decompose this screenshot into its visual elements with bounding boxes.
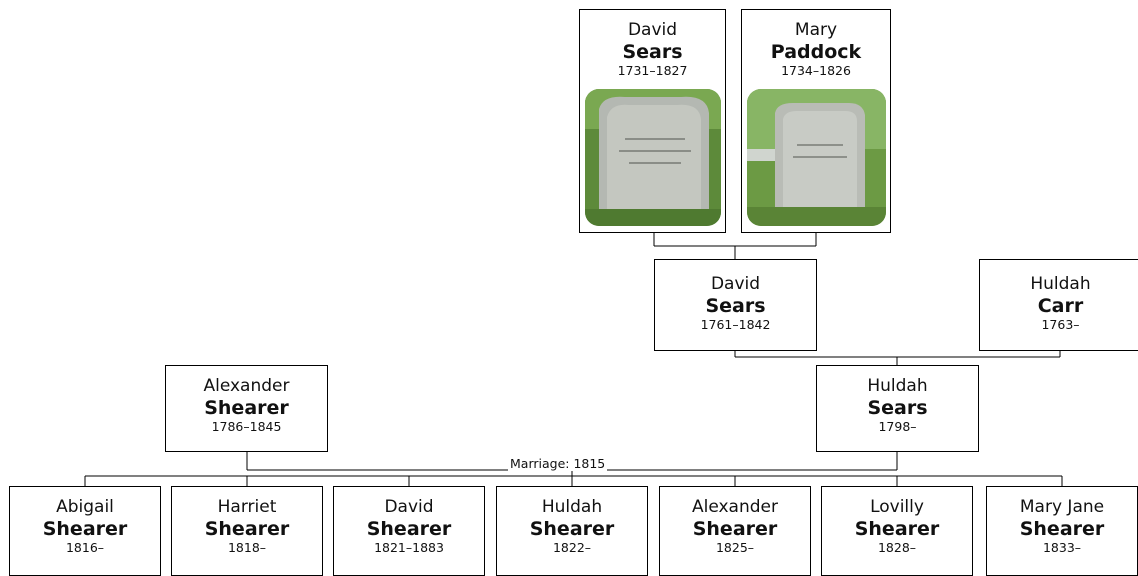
life-dates: 1833– <box>1042 540 1082 555</box>
gravestone-photo <box>585 89 721 226</box>
person-card-david-sears-1731[interactable]: David Sears 1731–1827 <box>579 9 726 233</box>
child-card[interactable]: Huldah Shearer 1822– <box>496 486 648 576</box>
given-name: Huldah <box>541 497 603 517</box>
child-card[interactable]: Lovilly Shearer 1828– <box>821 486 973 576</box>
child-card[interactable]: Abigail Shearer 1816– <box>9 486 161 576</box>
life-dates: 1731–1827 <box>617 63 688 78</box>
given-name: Lovilly <box>870 497 924 517</box>
life-dates: 1816– <box>65 540 105 555</box>
surname: Shearer <box>1019 518 1105 540</box>
child-card[interactable]: Alexander Shearer 1825– <box>659 486 811 576</box>
life-dates: 1828– <box>877 540 917 555</box>
person-card-huldah-sears[interactable]: Huldah Sears 1798– <box>816 365 979 452</box>
surname: Carr <box>1037 295 1084 317</box>
person-card-mary-paddock[interactable]: Mary Paddock 1734–1826 <box>741 9 891 233</box>
person-card-alexander-shearer[interactable]: Alexander Shearer 1786–1845 <box>165 365 328 452</box>
marriage-label: Marriage: 1815 <box>508 456 608 471</box>
given-name: Alexander <box>691 497 778 517</box>
life-dates: 1763– <box>1041 317 1080 332</box>
gravestone-photo <box>747 89 886 226</box>
life-dates: 1786–1845 <box>211 419 282 434</box>
surname: Sears <box>622 41 683 63</box>
life-dates: 1761–1842 <box>700 317 771 332</box>
life-dates: 1825– <box>715 540 755 555</box>
given-name: David <box>627 20 678 40</box>
child-card[interactable]: Harriet Shearer 1818– <box>171 486 323 576</box>
child-card[interactable]: Mary Jane Shearer 1833– <box>986 486 1138 576</box>
given-name: David <box>384 497 434 517</box>
given-name: David <box>710 274 761 294</box>
given-name: Huldah <box>867 376 928 396</box>
surname: Shearer <box>366 518 452 540</box>
surname: Shearer <box>692 518 778 540</box>
given-name: Mary <box>794 20 838 40</box>
given-name: Harriet <box>217 497 277 517</box>
surname: Shearer <box>204 518 290 540</box>
surname: Paddock <box>770 41 862 63</box>
surname: Sears <box>867 397 928 419</box>
surname: Shearer <box>42 518 128 540</box>
life-dates: 1818– <box>227 540 267 555</box>
given-name: Abigail <box>56 497 114 517</box>
surname: Shearer <box>204 397 289 419</box>
person-card-huldah-carr[interactable]: Huldah Carr 1763– <box>979 259 1138 351</box>
given-name: Mary Jane <box>1019 497 1105 517</box>
life-dates: 1798– <box>878 419 917 434</box>
life-dates: 1734–1826 <box>781 63 851 78</box>
surname: Shearer <box>854 518 940 540</box>
given-name: Alexander <box>203 376 290 396</box>
life-dates: 1821–1883 <box>374 540 444 555</box>
child-card[interactable]: David Shearer 1821–1883 <box>333 486 485 576</box>
life-dates: 1822– <box>552 540 592 555</box>
given-name: Huldah <box>1030 274 1091 294</box>
surname: Shearer <box>529 518 615 540</box>
person-card-david-sears-1761[interactable]: David Sears 1761–1842 <box>654 259 817 351</box>
surname: Sears <box>705 295 766 317</box>
